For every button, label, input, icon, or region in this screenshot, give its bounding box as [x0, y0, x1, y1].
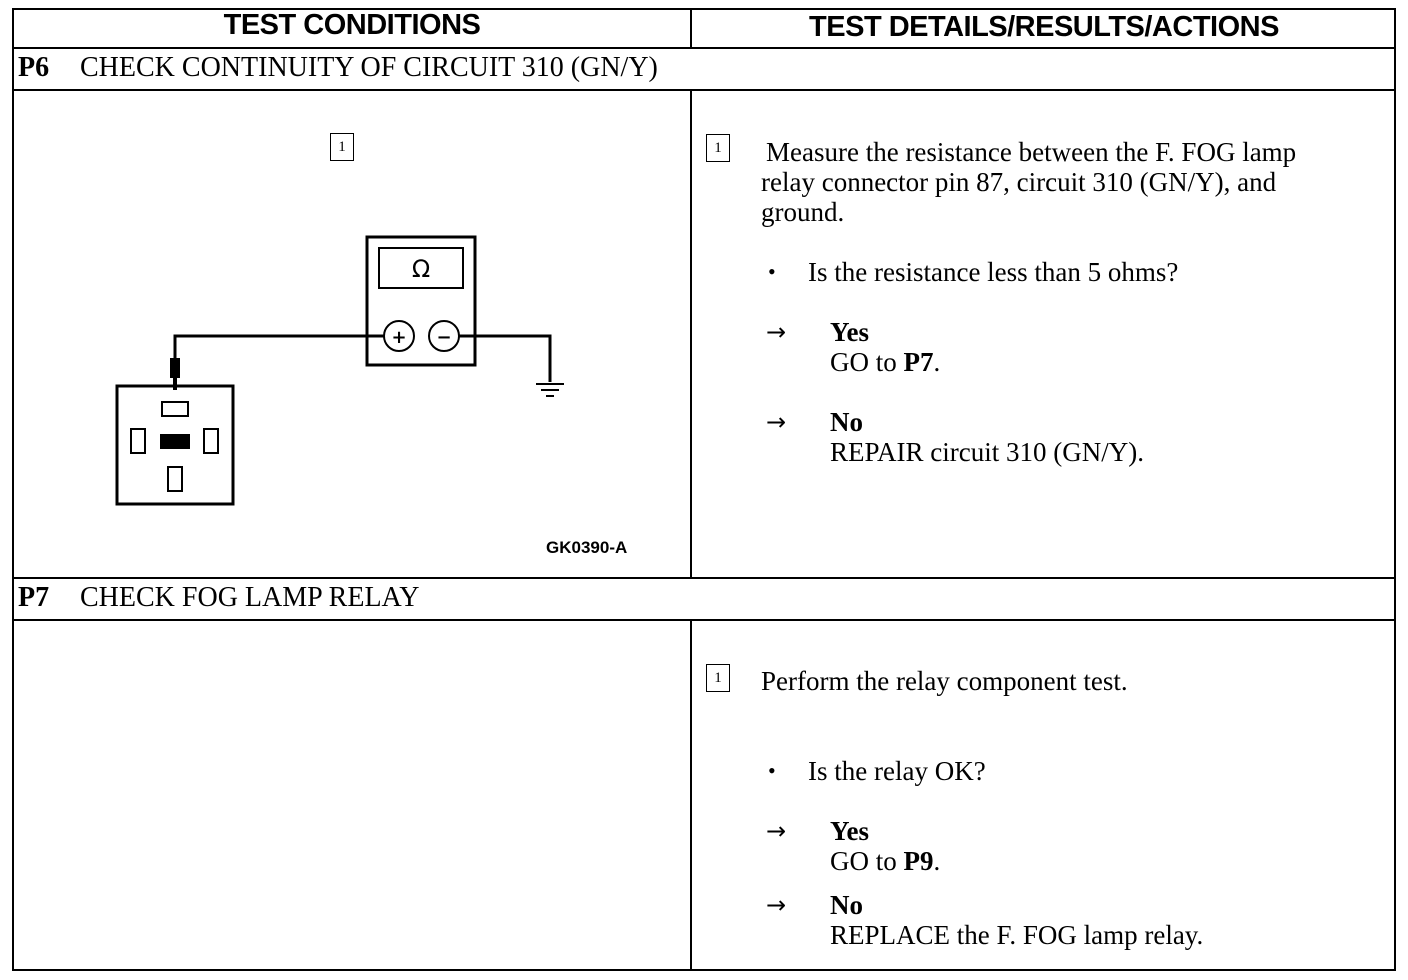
rule-under-p6-title [12, 89, 1396, 91]
column-divider-p6 [690, 89, 692, 579]
p6-question: Is the resistance less than 5 ohms? [808, 257, 1179, 287]
header-test-details: TEST DETAILS/RESULTS/ACTIONS [809, 11, 1279, 43]
probe-icon [170, 358, 180, 390]
p6-no-arrow-icon: → [766, 408, 787, 436]
p6-yes-action-prefix: GO to [830, 347, 904, 377]
p7-no-arrow-icon: → [766, 891, 787, 919]
p6-bullet: • [768, 259, 776, 284]
header-test-conditions: TEST CONDITIONS [223, 9, 481, 41]
p6-no-action: REPAIR circuit 310 (GN/Y). [830, 437, 1144, 467]
column-divider-p7 [690, 619, 692, 971]
p6-instruction-line-1: Measure the resistance between the F. FO… [766, 137, 1297, 167]
p7-question: Is the relay OK? [808, 756, 986, 786]
p7-yes-action-prefix: GO to [830, 846, 904, 876]
p6-title-text: CHECK CONTINUITY OF CIRCUIT 310 (GN/Y) [80, 52, 658, 83]
relay-connector-icon [115, 384, 235, 506]
rule-above-p7-title [12, 577, 1396, 579]
p6-yes-label: Yes [830, 317, 869, 347]
p6-yes-action-suffix: . [933, 347, 941, 377]
p7-no-action: REPLACE the F. FOG lamp relay. [830, 920, 1204, 950]
p7-no-label: No [830, 890, 863, 920]
figure-code: GK0390-A [546, 538, 628, 557]
p7-id: P7 [18, 582, 50, 613]
test-leads [173, 334, 552, 382]
p7-yes-action-suffix: . [933, 846, 941, 876]
rule-under-header [12, 47, 1396, 49]
p6-id: P6 [18, 52, 50, 83]
p7-yes-arrow-icon: → [766, 817, 787, 845]
minus-terminal: − [436, 327, 451, 348]
p6-yes-action: GO to P7. [830, 347, 940, 377]
p6-title: P6 CHECK CONTINUITY OF CIRCUIT 310 (GN/Y) [18, 52, 658, 84]
ground-symbol-icon [536, 383, 564, 397]
p6-no-label: No [830, 407, 863, 437]
p6-yes-target[interactable]: P7 [903, 347, 934, 377]
p7-bullet: • [768, 758, 776, 783]
meter-symbol: Ω [412, 255, 430, 283]
rule-under-p7-title [12, 619, 1396, 621]
p7-step-label: 1 [706, 664, 730, 692]
p7-title: P7 CHECK FOG LAMP RELAY [18, 582, 419, 614]
p7-yes-label: Yes [830, 816, 869, 846]
p7-yes-action: GO to P9. [830, 846, 940, 876]
p6-instruction-line-2: relay connector pin 87, circuit 310 (GN/… [761, 167, 1277, 197]
column-divider-header [690, 8, 692, 49]
p7-instruction: Perform the relay component test. [761, 666, 1128, 696]
p6-instruction-line-3: ground. [761, 197, 845, 227]
circuit-diagram: Ω + − [115, 235, 564, 506]
plus-terminal: + [391, 327, 406, 348]
figure-step-label: 1 [330, 133, 354, 161]
p6-figure: 1 Ω + − [14, 91, 690, 577]
p7-yes-target[interactable]: P9 [903, 846, 934, 876]
table-frame [12, 8, 1396, 971]
p6-step-label: 1 [706, 134, 730, 162]
p7-title-text: CHECK FOG LAMP RELAY [80, 582, 420, 613]
p6-yes-arrow-icon: → [766, 318, 787, 346]
ohmmeter-icon: Ω + − [365, 235, 477, 367]
